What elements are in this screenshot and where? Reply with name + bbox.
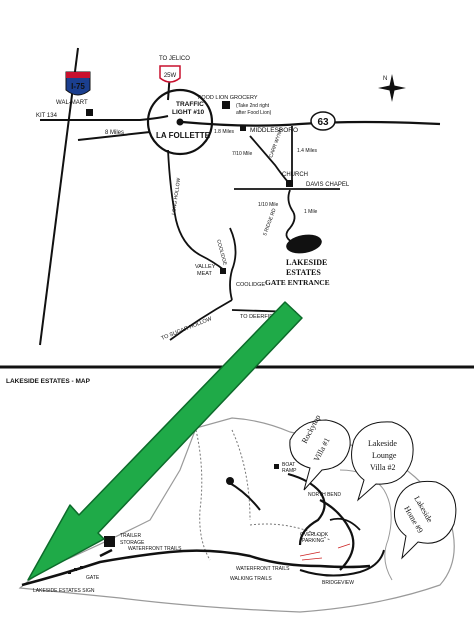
valley-meat-label-1: VALLEY [195,264,216,270]
trailer-storage-marker [104,536,115,547]
hwy63-road [181,120,441,127]
long-hollow-road [167,149,225,271]
trail-east [249,523,331,541]
five-ridge-label: 5 RIDGE RD [262,207,278,236]
coolidge-road [229,227,237,301]
one-four-label: 1.4 Miles [297,148,318,154]
kit-134-label: KIT 134 [36,113,58,119]
food-lion-label-2: (Take 2nd right [236,103,270,109]
church-label: CHURCH [282,172,308,178]
gate-label: GATE [86,575,100,581]
traffic-light-marker [176,118,184,126]
lounge-label-3: Villa #2 [370,463,396,472]
waterfront-trails-label-1: WATERFRONT TRAILS [128,546,182,552]
gate-entrance-label: GATE ENTRANCE [265,278,330,287]
cul-de-sac-road [227,481,261,511]
food-lion-label-1: FOOD LION GROCERY [198,95,258,101]
trailer-road [99,548,113,558]
five-ridge-road [285,189,296,243]
overlook-label-2: PARKING [302,538,324,544]
valley-meat-marker [220,268,226,274]
traffic-label-1: TRAFFIC [176,101,204,108]
to-deerfield-label: TO DEERFIELD [240,314,280,320]
red-note-marks-2 [337,543,351,549]
walmart-marker [86,109,93,116]
estate-map: LAKESIDE ESTATES - MAP LAKESIDE ESTATES … [6,378,457,613]
compass-north-label: N [383,76,387,82]
coolidge-label: COOLIDGE [236,282,265,288]
valley-meat-label-2: MEAT [197,271,213,277]
one-mile-label: 1 Mile [304,209,318,215]
coolidge-road-label: COOLIDGE [215,239,228,267]
lake-loop-road [319,499,355,571]
hwy63-label: 63 [317,117,329,128]
lounge-label-1: Lakeside [368,439,397,448]
lakeside-lounge-callout: Lakeside Lounge Villa #2 [351,421,414,502]
cul-de-sac-marker [226,477,234,485]
lakeside-label-2: ESTATES [286,268,321,277]
main-estate-road [21,549,371,587]
davis-chapel-label: DAVIS CHAPEL [306,182,350,188]
directions-map: I-75 KIT 134 WAL-MART 8 Miles TO JELICO … [36,47,441,346]
lakeside-label-1: LAKESIDE [286,258,327,267]
to-jelico-label: TO JELICO [159,56,190,62]
boat-ramp-label-1: BOAT [282,462,295,468]
kit-134-road [40,115,169,121]
one-eight-label: 1.8 Miles [214,129,235,135]
i75-road [39,47,79,346]
seven-tenths-label: 7/10 Mile [232,151,253,157]
boat-ramp-marker [274,464,279,469]
trail-west [195,429,211,561]
i75-label: I-75 [71,82,85,91]
waterfront-trails-label-2: WATERFRONT TRAILS [236,566,290,572]
i75-shield-icon: I-75 [65,71,91,96]
food-lion-marker [222,101,230,109]
trailer-label: TRAILER [120,533,142,539]
hwy63-shield-icon: 63 [310,111,336,131]
sugar-hollow-road [169,299,233,341]
west-connector-road [77,131,151,141]
us25w-label: 25W [164,73,177,79]
long-hollow-label: LONG HOLLOW [171,177,182,215]
la-follette-label: LA FOLLETTE [156,131,211,140]
la-follette-circle [146,88,214,156]
to-sugar-label: TO SUGAR HOLLOW [161,316,214,342]
red-note-marks [299,551,323,561]
boat-ramp-label-2: RAMP [282,468,297,474]
carr-wynn-road [249,135,289,183]
overlook-label-1: OVERLOOK [300,532,329,538]
estate-map-title: LAKESIDE ESTATES - MAP [6,378,91,385]
walmart-label: WAL-MART [56,100,88,106]
lakeside-estates-marker [286,234,322,254]
church-marker [286,180,293,187]
walking-trails-label: WALKING TRAILS [230,576,272,582]
food-lion-label-3: after Food Lion) [236,110,272,116]
bridgeview-label: BRIDGEVIEW [322,580,354,586]
storage-label: STORAGE [120,540,145,546]
one-tenth-label: 1/10 Mile [258,202,279,208]
compass-icon: N [378,74,406,102]
overlook-spur-road [329,517,361,531]
estate-sign-label: LAKESIDE ESTATES SIGN [33,588,95,594]
middlesboro-label: MIDDLESBORO [250,127,298,134]
eight-miles-label: 8 Miles [105,130,124,136]
middlesboro-marker [240,125,246,131]
green-pointer-arrow-icon [27,301,303,581]
gate-markers [68,566,83,574]
us25w-shield-icon: 25W [159,65,181,83]
trail-center [231,429,251,521]
north-bend-label: NORTH BEND [308,492,341,498]
lakeside-home-callout: Lakeside Home #9 [393,480,457,560]
bridgeview-road [299,549,385,577]
lounge-label-2: Lounge [372,451,397,460]
traffic-label-2: LIGHT #10 [172,109,205,116]
